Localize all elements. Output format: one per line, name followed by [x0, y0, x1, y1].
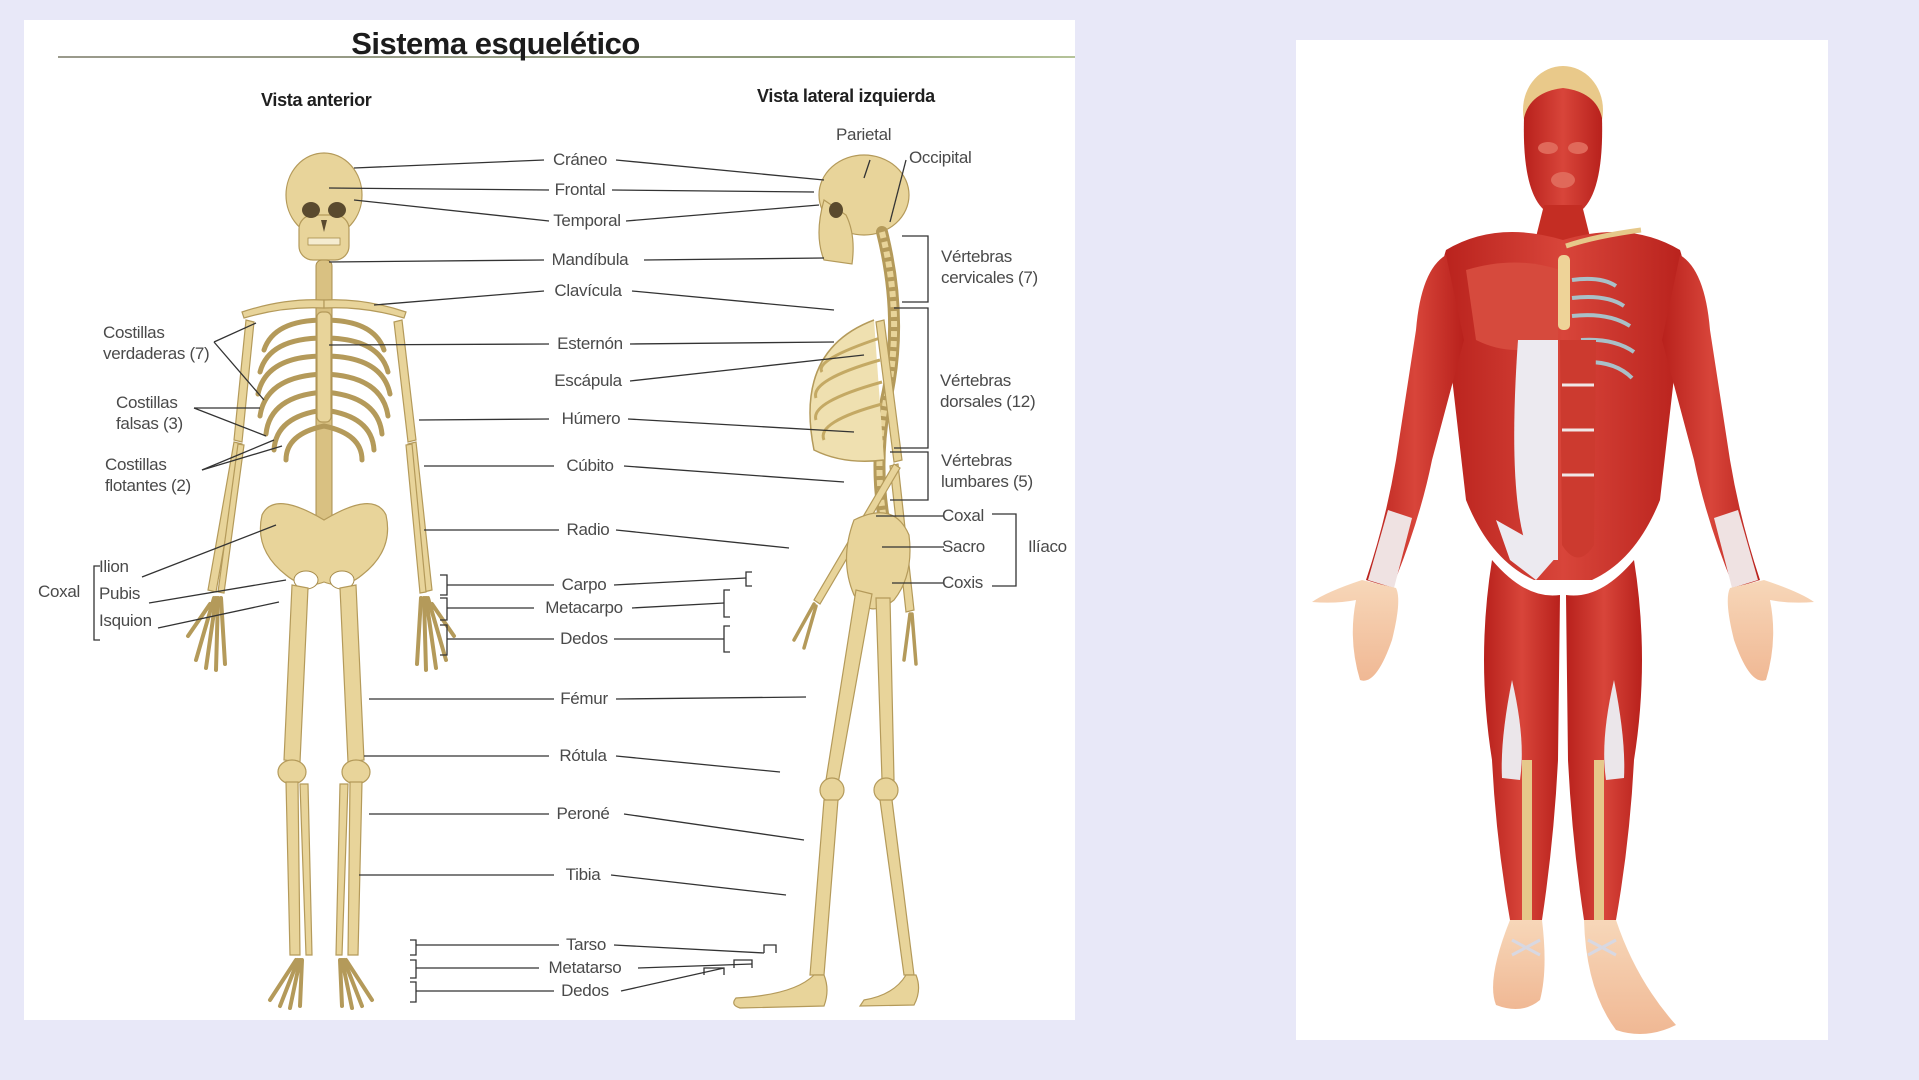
label-cubito: Cúbito [563, 456, 617, 476]
label-line: verdaderas (7) [103, 344, 210, 363]
label-tarso: Tarso [562, 935, 610, 955]
label-tibia: Tibia [562, 865, 604, 885]
label-metatarso: Metatarso [545, 958, 625, 978]
skeleton-diagram-panel: Sistema esquelético Vista anterior Vista… [24, 20, 1075, 1020]
label-line: Vértebras [941, 247, 1013, 266]
label-escapula: Escápula [551, 371, 625, 391]
label-line: Costillas [105, 455, 167, 474]
label-carpo: Carpo [558, 575, 610, 595]
label-mandibula: Mandíbula [548, 250, 632, 270]
label-line: dorsales (12) [940, 392, 1036, 411]
label-line: falsas (3) [116, 414, 183, 433]
label-coxal-lateral: Coxal [942, 506, 984, 525]
label-costillas-falsas: Costillas falsas (3) [116, 392, 183, 434]
leader-lines [93, 159, 1017, 1003]
label-esternon: Esternón [554, 334, 626, 354]
label-humero: Húmero [558, 409, 624, 429]
skeleton-illustrations [93, 152, 1017, 1010]
diagram-title: Sistema esquelético [351, 26, 640, 61]
label-radio: Radio [563, 520, 613, 540]
label-vertebras-dorsales: Vértebras dorsales (12) [940, 370, 1036, 412]
label-dedos-mano: Dedos [557, 629, 611, 649]
label-ilion: Ilion [99, 557, 129, 576]
label-temporal: Temporal [550, 211, 624, 231]
label-pubis: Pubis [99, 584, 141, 603]
muscle-figure [1312, 66, 1814, 1034]
label-line: Vértebras [941, 451, 1013, 470]
label-clavicula: Clavícula [551, 281, 625, 301]
label-dedos-pie: Dedos [558, 981, 612, 1001]
label-iliaco: Ilíaco [1028, 537, 1067, 556]
anterior-skeleton [186, 152, 456, 1010]
label-coxis: Coxis [942, 573, 984, 592]
view-lateral-heading: Vista lateral izquierda [757, 86, 935, 106]
label-occipital: Occipital [909, 148, 972, 167]
title-rule [58, 56, 1075, 58]
label-metacarpo: Metacarpo [542, 598, 626, 618]
label-parietal: Parietal [836, 125, 892, 144]
view-anterior-heading: Vista anterior [261, 90, 372, 110]
label-costillas-flotantes: Costillas flotantes (2) [105, 454, 191, 496]
label-line: Costillas [116, 393, 178, 412]
label-femur: Fémur [557, 689, 611, 709]
label-rotula: Rótula [556, 746, 610, 766]
label-line: lumbares (5) [941, 472, 1033, 491]
lateral-skeleton [733, 154, 920, 1009]
label-line: cervicales (7) [941, 268, 1038, 287]
label-vertebras-lumbares: Vértebras lumbares (5) [941, 450, 1033, 492]
label-line: Costillas [103, 323, 165, 342]
label-vertebras-cervicales: Vértebras cervicales (7) [941, 246, 1038, 288]
label-coxal-group: Coxal [38, 582, 80, 601]
label-craneo: Cráneo [550, 150, 610, 170]
label-perone: Peroné [553, 804, 613, 824]
label-sacro: Sacro [942, 537, 985, 556]
muscle-figure-illustration [1312, 66, 1814, 1034]
label-line: Vértebras [940, 371, 1012, 390]
label-isquion: Isquion [99, 611, 152, 630]
label-costillas-verdaderas: Costillas verdaderas (7) [103, 322, 210, 364]
muscular-system-panel [1296, 40, 1828, 1040]
label-frontal: Frontal [551, 180, 609, 200]
label-line: flotantes (2) [105, 476, 191, 495]
